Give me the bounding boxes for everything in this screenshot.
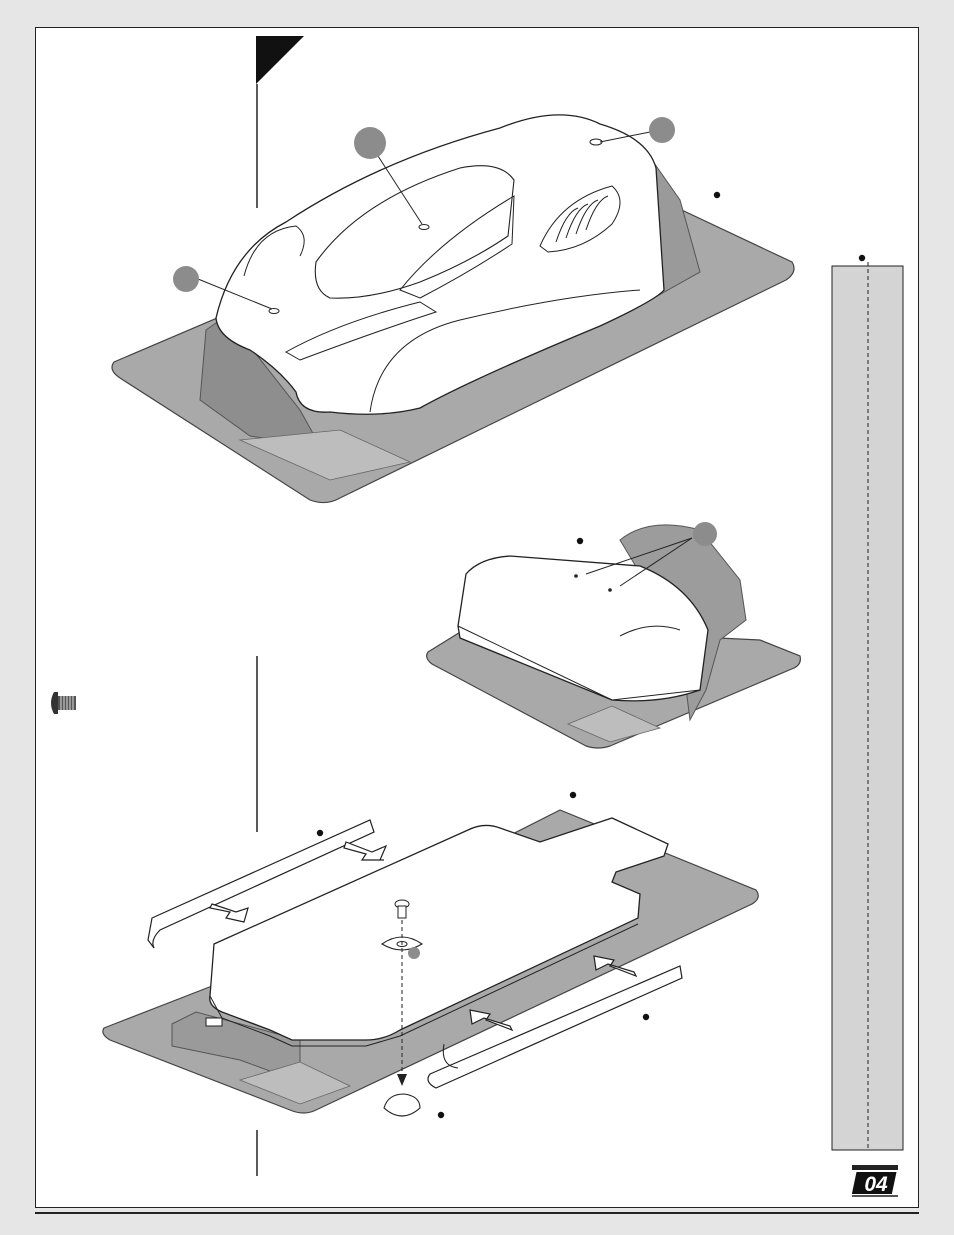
corner-triangle-icon [256,36,304,84]
chassis-front-slot [205,1017,223,1027]
wing-tray-shadow [566,705,662,743]
wing-figure [426,522,801,749]
body-shell [215,114,665,415]
body-post-mount [383,1093,421,1117]
body-window [399,195,515,299]
bullet-dot-icon [713,191,721,199]
bullet-dot-icon [576,537,584,545]
logo-text: 04 [864,1173,888,1196]
ruler-strip [831,265,904,1151]
body-wheel-arch [243,225,305,277]
side-rail-left [147,819,375,949]
scale-ruler [831,254,904,1151]
body-cockpit [314,165,515,299]
body-side-scoop [539,185,621,253]
wing-mount-hole-left [574,574,578,578]
body-mount-hole-front [268,308,280,314]
side-rail-right [427,965,683,1089]
chassis-plate [209,817,669,1041]
bottom-rule [35,1212,919,1214]
body-vents [555,195,609,243]
body-front-wing [284,301,438,361]
bullet-dot-icon [569,791,577,799]
body-shell-figure [111,114,795,504]
wing-curl [619,625,681,637]
callout-leader-d1 [619,537,693,587]
button-head-screw-icon [51,692,76,714]
assembly-arrow-down-icon [397,1074,407,1086]
callout-circle-icon [649,117,675,143]
bullet-dot-icon [642,1013,650,1021]
body-fender-line [369,289,641,413]
bullet-dot-icon [858,254,866,262]
callout-leader-b [377,155,423,225]
callout-circle-icon [408,947,420,959]
assembly-arrow-icon [209,841,638,1032]
body-tray-nose-shadow [238,429,412,481]
callout-circle-icon [354,127,386,159]
callout-circle-icon [173,266,199,292]
chassis-tray-shadow [238,1061,352,1105]
body-post-screw [394,899,410,919]
wing-side-skirt [457,625,701,701]
callout-leader-c [599,131,651,143]
callout-leader-d2 [585,537,693,575]
side-rail-right-end [442,1043,459,1069]
chassis-figure [102,791,759,1119]
callout-circle-icon [693,522,717,546]
callout-leader-a [197,278,273,310]
wing-body [457,555,709,702]
bullet-dot-icon [437,1111,445,1119]
wing-mount-hole-right [608,588,612,592]
bullet-dot-icon [316,829,324,837]
body-mount-hole-roof [418,224,430,230]
cyclone-d4-logo: 04 [851,1165,898,1199]
